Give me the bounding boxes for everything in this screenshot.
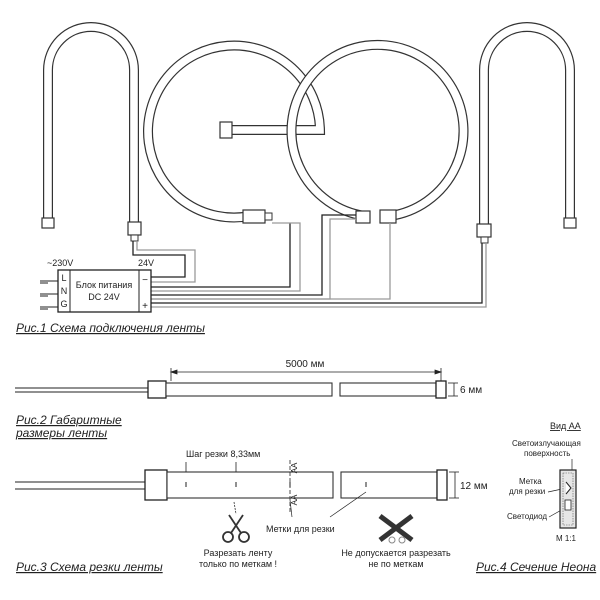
fig1-caption: Рис.1 Схема подключения ленты [16, 321, 205, 335]
wiring [132, 214, 487, 308]
section-mark-top: AA [290, 462, 299, 473]
fig2-dimensions: 5000 мм 6 мм Рис.2 Габаритные размеры ле… [15, 359, 482, 440]
neon-profile [559, 469, 577, 529]
pitch-label: Шаг резки 8,33мм [186, 449, 260, 459]
scale-label: М 1:1 [556, 534, 577, 543]
fig2-caption-line1: Рис.2 Габаритные [16, 413, 122, 427]
cut-mark-label-line2: для резки [509, 487, 545, 496]
fig1-connection-scheme: L N G − + Блок питания DC 24V ~230V 24V … [16, 22, 577, 335]
fig3-cutting-scheme: AA AA Шаг резки 8,33мм 12 мм Метки для р… [15, 449, 488, 574]
section-mark-bottom: AA [290, 494, 299, 505]
ok-text-line2: только по меткам ! [199, 559, 277, 569]
surface-label-line2: поверхность [524, 449, 570, 458]
scissors-icon [222, 501, 250, 543]
forbidden-cut-icon [378, 514, 414, 544]
ac-voltage-label: ~230V [47, 258, 73, 268]
end-cap [436, 469, 448, 501]
fig4-cross-section: Вид АА Светоизлучающая поверхность Метка… [476, 421, 596, 574]
neon-ring-right [286, 39, 469, 224]
neon-u-left [41, 22, 142, 242]
dc-voltage-label: 24V [138, 258, 154, 268]
psu-title-line2: DC 24V [88, 292, 120, 302]
end-cap [435, 380, 447, 399]
view-label: Вид АА [550, 421, 581, 431]
neon-strip-wide [166, 471, 334, 499]
terminal-minus: − [142, 275, 148, 286]
neon-strip [165, 382, 333, 397]
terminal-g: G [60, 299, 67, 309]
terminal-n: N [61, 286, 68, 296]
led-label: Светодиод [507, 512, 547, 521]
fig3-caption: Рис.3 Схема резки ленты [16, 560, 163, 574]
neon-ring-left [143, 40, 326, 224]
fig4-caption: Рис.4 Сечение Неона [476, 560, 596, 574]
psu-title-line1: Блок питания [76, 280, 133, 290]
height-label: 6 мм [460, 385, 482, 396]
height-label: 12 мм [460, 481, 488, 492]
surface-label-line1: Светоизлучающая [512, 439, 581, 448]
cut-marks-label: Метки для резки [266, 524, 335, 534]
connector-cap [144, 469, 168, 501]
neon-u-right [476, 22, 577, 244]
power-supply-unit: L N G − + Блок питания DC 24V ~230V 24V [40, 258, 154, 313]
ok-text-line1: Разрезать ленту [204, 548, 273, 558]
terminal-plus: + [142, 301, 148, 312]
bad-text-line2: не по меткам [368, 559, 423, 569]
connector-cap [147, 380, 167, 399]
cut-mark-label-line1: Метка [519, 477, 542, 486]
bad-text-line1: Не допускается разрезать [341, 548, 451, 558]
length-label: 5000 мм [286, 359, 325, 370]
terminal-l: L [61, 273, 66, 283]
fig2-caption-line2: размеры ленты [15, 426, 107, 440]
